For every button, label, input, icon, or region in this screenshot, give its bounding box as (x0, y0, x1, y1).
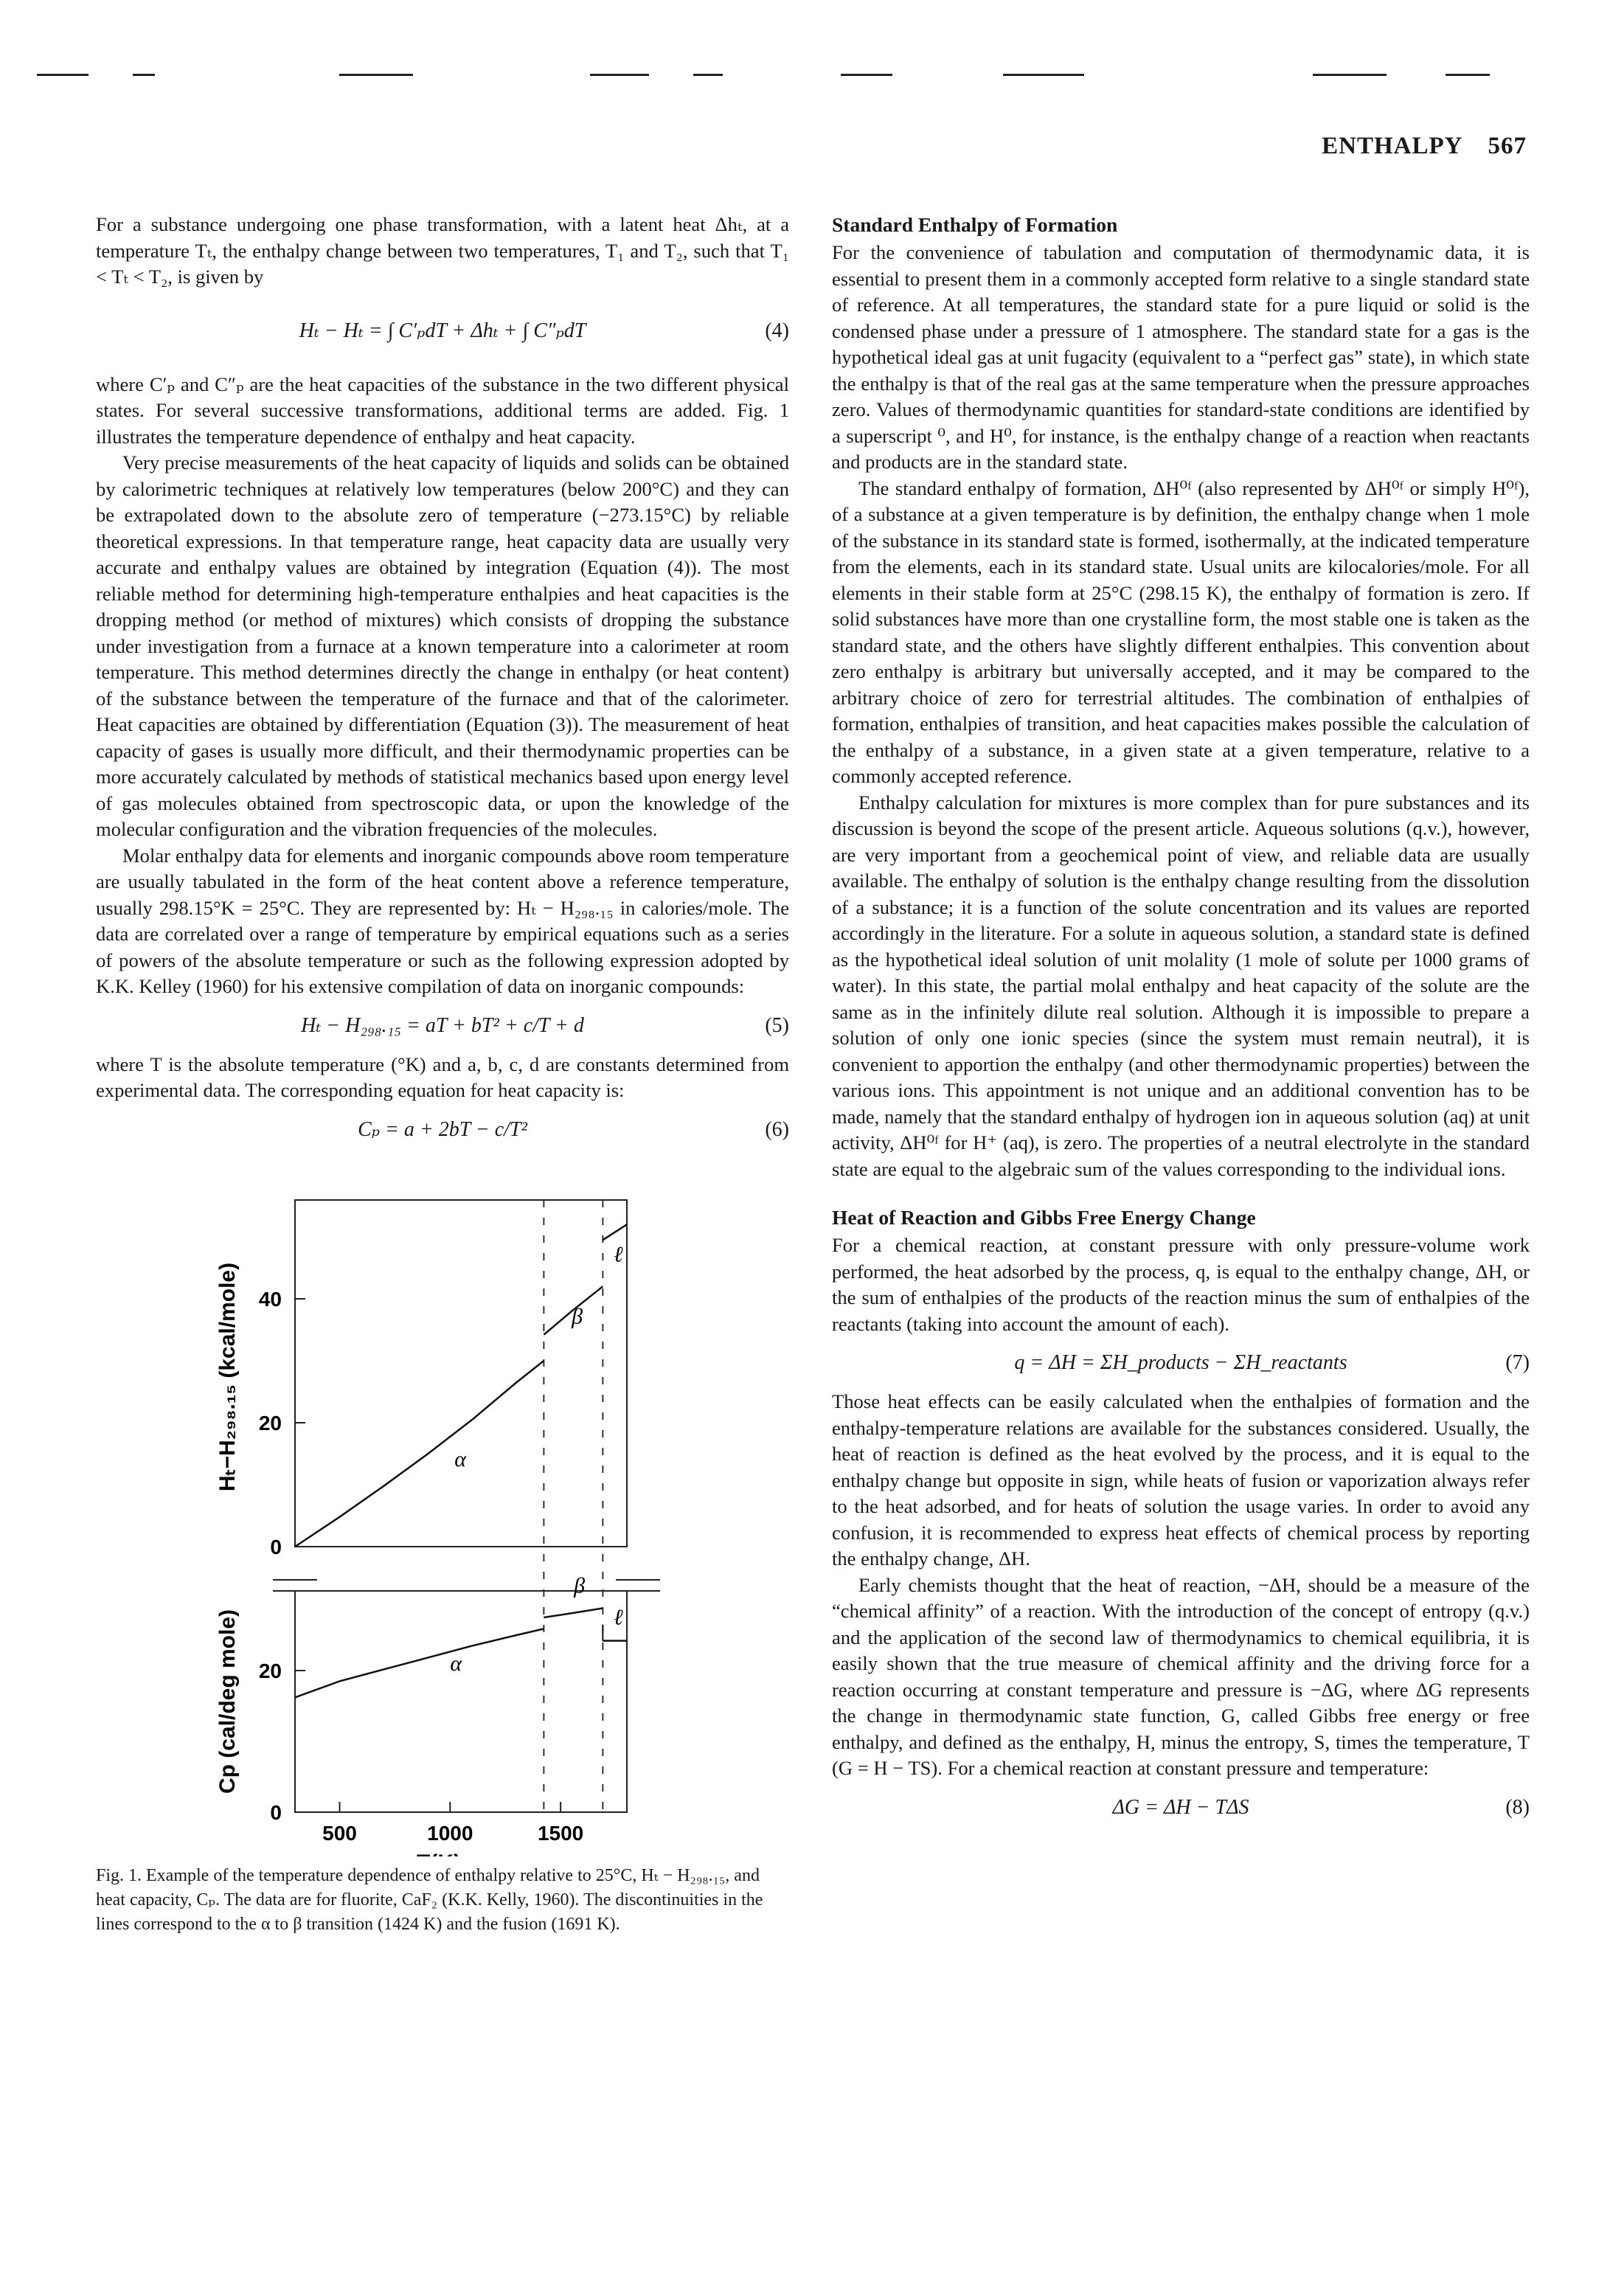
equation-6: Cₚ = a + 2bT − c/T² (6) (96, 1111, 789, 1148)
paragraph: Very precise measurements of the heat ca… (96, 451, 789, 840)
equation-number: (5) (765, 1013, 789, 1037)
paragraph: Those heat effects can be easily calcula… (832, 1390, 1530, 1570)
section-heading: Standard Enthalpy of Formation (832, 213, 1118, 236)
top-y-axis-label: Hₜ−H₂₉₈.₁₅ (kcal/mole) (215, 1262, 240, 1491)
y-tick-label: 0 (270, 1536, 282, 1558)
top-rule-segment (590, 74, 649, 76)
equation-number: (8) (1505, 1795, 1530, 1819)
right-column: Standard Enthalpy of Formation For the c… (832, 212, 1530, 1834)
bottom-plot-frame (294, 1589, 628, 1813)
enthalpy-series-line (602, 1223, 628, 1241)
paragraph: Molar enthalpy data for elements and ino… (96, 844, 789, 998)
y-tick-label: 20 (259, 1659, 282, 1682)
paragraph: For the convenience of tabulation and co… (832, 241, 1530, 473)
top-rule-segment (1446, 74, 1490, 76)
equation-number: (7) (1505, 1351, 1530, 1374)
equation-8: ΔG = ΔH − TΔS (8) (832, 1789, 1530, 1826)
phase-label-beta: β (573, 1573, 585, 1598)
x-axis-label: T(K) (417, 1851, 461, 1856)
top-rule-segment (841, 74, 892, 76)
paragraph: where T is the absolute temperature (°K)… (96, 1052, 789, 1102)
enthalpy-series-line (543, 1285, 604, 1336)
phase-label-liquid: ℓ (614, 1242, 623, 1266)
paragraph: Enthalpy calculation for mixtures is mor… (832, 791, 1530, 1180)
equation-4: Hₜ − Hₜ = ∫ C′ₚdT + Δhₜ + ∫ C″ₚdT (4) (96, 298, 789, 364)
equation-number: (4) (765, 319, 789, 342)
paragraph: For a chemical reaction, at constant pre… (832, 1234, 1530, 1335)
equation-number: (6) (765, 1117, 789, 1141)
equation-text: ΔG = ΔH − TΔS (1112, 1795, 1249, 1819)
heat-capacity-series-line (544, 1606, 603, 1618)
running-head: ENTHALPY 567 (1322, 133, 1527, 160)
equation-5: Hₜ − H₂₉₈.₁₅ = aT + bT² + c/T + d (5) (96, 1007, 789, 1044)
y-tick-label: 0 (270, 1801, 282, 1824)
top-rule-segment (339, 74, 413, 76)
equation-text: q = ΔH = ΣH_products − ΣH_reactants (1014, 1351, 1347, 1374)
top-rule-segment (37, 74, 89, 76)
paragraph: For a substance undergoing one phase tra… (96, 213, 789, 288)
paragraph: Early chemists thought that the heat of … (832, 1573, 1530, 1780)
equation-7: q = ΔH = ΣH_products − ΣH_reactants (7) (832, 1345, 1530, 1381)
phase-label-liquid: ℓ (614, 1605, 623, 1629)
page-number: 567 (1488, 133, 1527, 159)
x-tick-label: 500 (322, 1822, 357, 1845)
bottom-y-axis-label: Cp (cal/deg mole) (215, 1609, 240, 1793)
paragraph: where C′ₚ and C″ₚ are the heat capacitie… (96, 372, 789, 448)
y-tick-label: 20 (259, 1412, 282, 1435)
enthalpy-series-line (294, 1359, 545, 1547)
equation-text: Hₜ − Hₜ = ∫ C′ₚdT + Δhₜ + ∫ C″ₚdT (299, 319, 586, 342)
running-head-title: ENTHALPY (1322, 133, 1463, 159)
x-tick-label: 1000 (427, 1822, 473, 1845)
equation-text: Hₜ − H₂₉₈.₁₅ = aT + bT² + c/T + d (301, 1013, 584, 1037)
top-plot-frame (294, 1199, 628, 1547)
heat-capacity-series-line (294, 1627, 544, 1699)
section-heading: Heat of Reaction and Gibbs Free Energy C… (832, 1206, 1256, 1229)
phase-label-alpha: α (450, 1651, 462, 1676)
left-column: For a substance undergoing one phase tra… (96, 212, 789, 1934)
top-rule-segment (133, 74, 155, 76)
top-rule-segment (1313, 74, 1387, 76)
top-rule-segment (693, 74, 723, 76)
equation-text: Cₚ = a + 2bT − c/T² (358, 1117, 527, 1141)
paragraph: The standard enthalpy of formation, ΔH⁰ᶠ… (832, 476, 1530, 788)
x-tick-label: 1500 (538, 1822, 583, 1845)
figure-caption: Fig. 1. Example of the temperature depen… (96, 1865, 763, 1934)
y-tick-label: 40 (259, 1288, 282, 1311)
top-rule-segment (1003, 74, 1084, 76)
phase-label-beta: β (571, 1304, 583, 1328)
phase-label-alpha: α (454, 1446, 467, 1471)
